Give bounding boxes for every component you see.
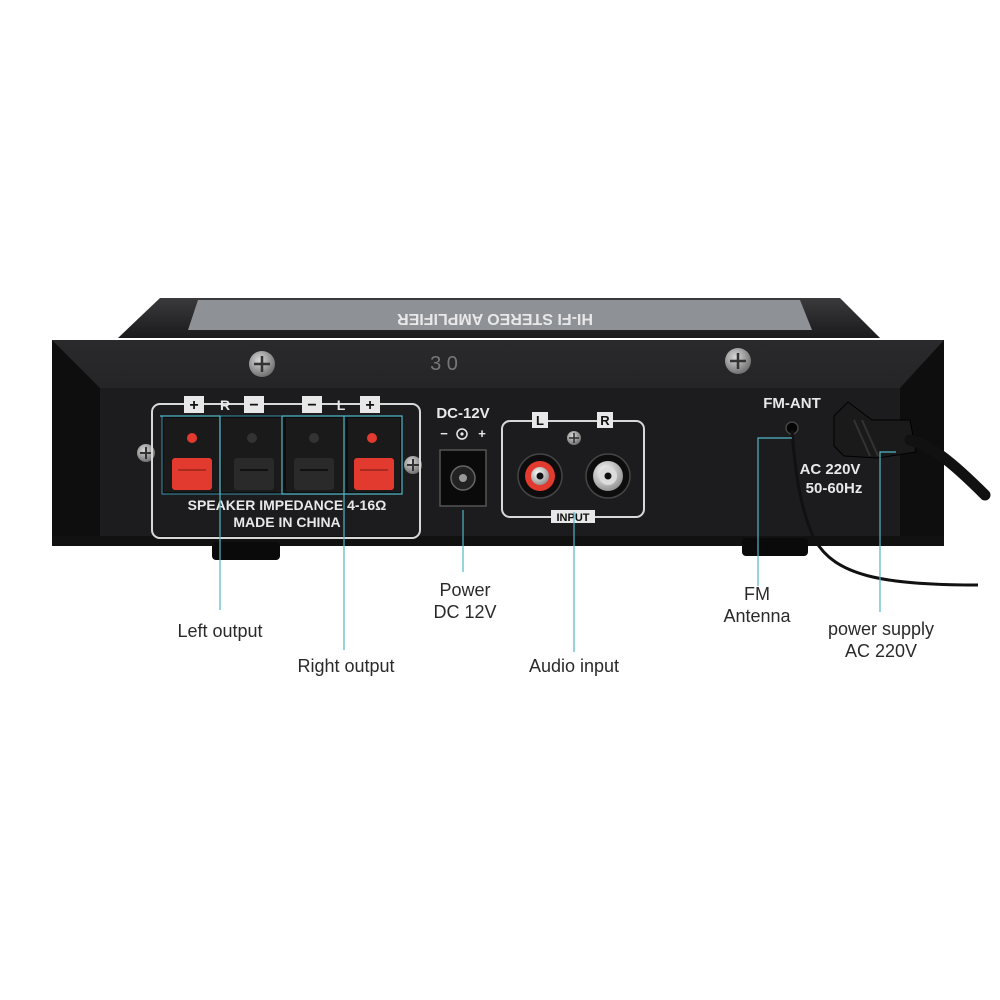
leader-lines <box>160 415 896 652</box>
callout-fm-line2: Antenna <box>723 606 791 626</box>
callout-fm-antenna: FM Antenna <box>714 583 800 627</box>
fm-ant-label: FM-ANT <box>763 395 820 412</box>
panel-marking: 3 0 <box>430 353 458 375</box>
callout-power-line1: Power <box>439 580 491 600</box>
minus-sign-l: − <box>307 397 316 414</box>
callout-psu-line1: power supply <box>827 619 935 639</box>
callout-right-output: Right output <box>297 656 395 676</box>
rca-r-label: R <box>600 413 610 428</box>
speaker-l-label: L <box>337 397 346 413</box>
speaker-r-label: R <box>220 397 230 413</box>
polarity-icon <box>456 428 468 440</box>
right-negative-clip[interactable] <box>294 458 334 490</box>
callout-power-line2: DC 12V <box>433 602 497 622</box>
right-positive-clip[interactable] <box>354 458 394 490</box>
screw-icon <box>404 456 422 474</box>
callout-fm-line1: FM <box>744 584 770 604</box>
impedance-text: SPEAKER IMPEDANCE 4-16Ω <box>188 497 387 513</box>
ac-voltage-label: AC 220V <box>800 461 861 478</box>
rca-input-block: L R INPUT <box>501 412 645 524</box>
screw-icon <box>137 444 155 462</box>
left-positive-clip[interactable] <box>172 458 212 490</box>
rca-l-label: L <box>536 413 544 428</box>
plus-sign-left: + <box>189 397 198 414</box>
screw-icon <box>725 348 751 374</box>
screw-icon <box>249 351 275 377</box>
ac-freq-label: 50-60Hz <box>806 480 863 497</box>
callout-power-supply: power supply AC 220V <box>818 618 944 662</box>
minus-sign-r: − <box>249 397 258 414</box>
left-negative-clip[interactable] <box>234 458 274 490</box>
top-cover: HI-FI STEREO AMPLIFIER <box>118 298 880 338</box>
callout-psu-line2: AC 220V <box>844 641 918 661</box>
callout-left-output: Left output <box>177 621 263 641</box>
antenna-wire <box>790 429 979 587</box>
dc-minus: − <box>440 426 448 441</box>
screw-icon <box>567 431 581 445</box>
power-cord <box>833 401 991 501</box>
input-label: INPUT <box>557 512 590 524</box>
rubber-foot-right <box>742 538 808 556</box>
callout-power-dc: Power DC 12V <box>420 579 510 623</box>
rca-jack-right[interactable] <box>585 453 631 499</box>
made-in-text: MADE IN CHINA <box>233 514 340 530</box>
dc-label: DC-12V <box>436 405 489 422</box>
rca-jack-left[interactable] <box>517 453 563 499</box>
plus-sign-right: + <box>365 397 374 414</box>
dc-power-jack[interactable]: DC-12V − + <box>436 405 490 507</box>
dc-plus: + <box>478 426 486 441</box>
top-label: HI-FI STEREO AMPLIFIER <box>397 310 593 327</box>
rubber-foot-left <box>212 542 280 560</box>
callout-audio-input: Audio input <box>528 656 620 676</box>
